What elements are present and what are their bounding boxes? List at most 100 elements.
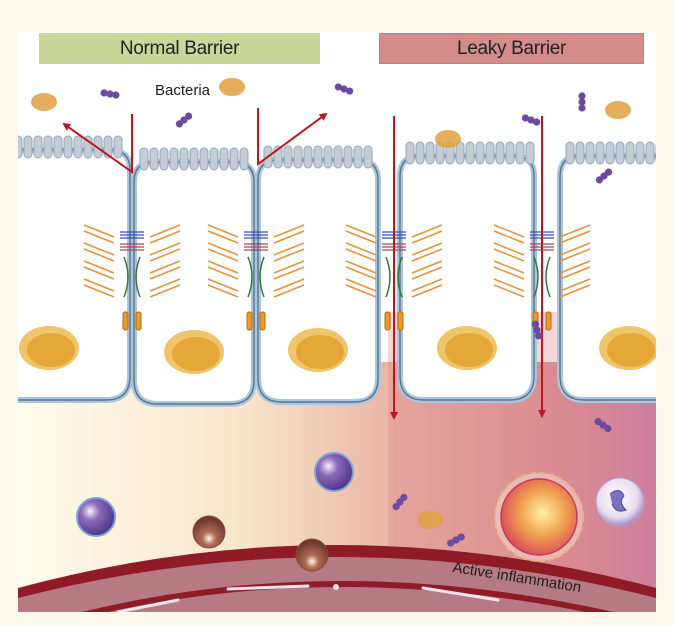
blood-vessel-inner-wall — [81, 581, 614, 612]
cluster-bacterium — [417, 511, 443, 529]
microvillus — [605, 141, 615, 165]
actin-filament — [411, 260, 443, 274]
actin-filament — [273, 266, 305, 280]
blood-flow-streaks — [116, 584, 500, 612]
lymphocyte — [314, 452, 354, 492]
rod-bacterium — [531, 320, 543, 340]
actin-filament — [345, 260, 377, 274]
actin-filament — [411, 248, 443, 262]
microvillus — [179, 147, 189, 171]
microvillus — [645, 141, 655, 165]
microvillus — [635, 141, 645, 165]
bacterium-segment — [400, 493, 408, 502]
neutrophil-nucleus — [609, 490, 627, 512]
desmosome — [246, 311, 253, 331]
bacteria-label: Bacteria — [155, 82, 211, 99]
microvillus — [239, 147, 249, 171]
rod-bacterium — [447, 533, 465, 547]
microvillus — [43, 135, 53, 159]
bacterium-segment — [447, 539, 455, 547]
actin-filament — [559, 278, 591, 292]
actin-filament — [345, 242, 377, 256]
bacterium-segment — [346, 87, 354, 95]
actin-filament — [207, 284, 239, 298]
microvillus — [585, 141, 595, 165]
microvillus — [575, 141, 585, 165]
actin-filament — [149, 224, 181, 238]
microvillus — [293, 145, 303, 169]
bacterium-segment — [533, 118, 541, 126]
microvillus — [465, 141, 475, 165]
microvillus — [495, 141, 505, 165]
deflect-arrow-right — [257, 108, 328, 166]
actin-filament — [83, 260, 115, 274]
bacterium-segment — [527, 116, 535, 124]
actin-filament — [207, 242, 239, 256]
actin-filament — [345, 266, 377, 280]
microvillus — [189, 147, 199, 171]
desmosome — [122, 311, 129, 331]
actin-filament — [493, 278, 525, 292]
actin-filament — [273, 248, 305, 262]
actin-filament — [149, 242, 181, 256]
actin-filament — [411, 266, 443, 280]
actin-filament — [83, 248, 115, 262]
actin-filament — [493, 260, 525, 274]
actin-filament — [273, 224, 305, 238]
actin-filament — [345, 224, 377, 238]
actin-filament — [149, 248, 181, 262]
bacterium-segment — [184, 112, 193, 120]
actin-filament — [345, 230, 377, 244]
bacterium-segment — [452, 536, 460, 544]
microvillus — [525, 141, 535, 165]
actin-filament — [207, 260, 239, 274]
adherens-junction — [533, 256, 551, 298]
translocation-arrows — [390, 116, 546, 420]
microvillus — [53, 135, 63, 159]
actin-filament — [273, 284, 305, 298]
actin-filament — [83, 266, 115, 280]
microvillus — [333, 145, 343, 169]
bacterium-segment — [534, 332, 543, 340]
rod-bacterium — [521, 114, 541, 126]
actin-filament — [83, 230, 115, 244]
microvillus — [229, 147, 239, 171]
deflection-arrows — [62, 108, 328, 174]
microvillus — [23, 135, 33, 159]
rod-bacterium — [100, 89, 120, 99]
bacterium-segment — [578, 104, 586, 112]
actin-filament — [207, 266, 239, 280]
actin-filament — [207, 230, 239, 244]
microvillus — [219, 147, 229, 171]
actin-filament — [149, 260, 181, 274]
microvillus — [595, 141, 605, 165]
bacterium-segment — [521, 114, 529, 122]
desmosome — [397, 311, 404, 331]
actin-filament — [273, 260, 305, 274]
actin-filament — [345, 284, 377, 298]
microvillus — [303, 145, 313, 169]
red-blood-cell — [192, 515, 226, 549]
microvillus — [353, 145, 363, 169]
actin-filament — [411, 230, 443, 244]
microvillus — [33, 135, 43, 159]
microvillus — [323, 145, 333, 169]
deflect-arrow-left — [62, 114, 133, 174]
bacterium-segment — [106, 90, 114, 98]
microvillus — [139, 147, 149, 171]
adherens-junction — [247, 256, 265, 298]
bacterium-segment — [578, 98, 586, 106]
actin-filament — [559, 266, 591, 280]
actin-filament — [83, 224, 115, 238]
actin-filament — [493, 242, 525, 256]
actin-filament — [559, 260, 591, 274]
actin-filament — [559, 284, 591, 298]
desmosome — [545, 311, 552, 331]
microvillus — [313, 145, 323, 169]
actin-filament — [345, 248, 377, 262]
cluster-bacterium — [219, 78, 245, 96]
microvillus — [475, 141, 485, 165]
actin-filament — [493, 230, 525, 244]
actin-filament — [149, 278, 181, 292]
microvillus — [405, 141, 415, 165]
